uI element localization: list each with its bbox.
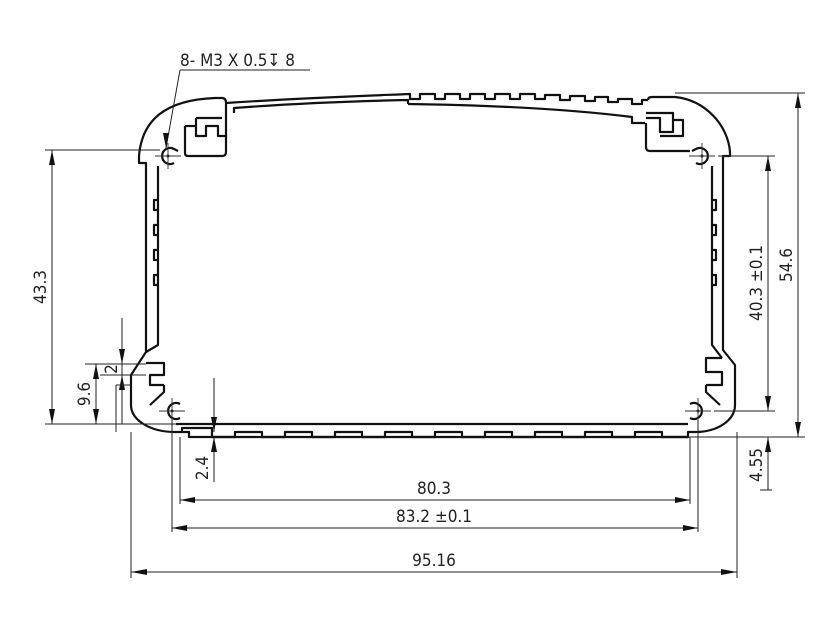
dim-left-hole-height: 43.3 (31, 270, 51, 304)
extrusion-profile (129, 92, 737, 439)
dim-hole-spacing-width: 83.2 ±0.1 (396, 507, 472, 527)
dim-inner-width: 80.3 (417, 479, 451, 499)
dim-hole-spacing-height: 40.3 ±0.1 (747, 245, 767, 321)
dimension-lines (45, 69, 805, 578)
dim-overall-height: 54.6 (777, 248, 797, 282)
screw-holes (155, 143, 715, 424)
hole-top-left (161, 146, 179, 166)
thread-callout: 8- M3 X 0.5↧ 8 (180, 51, 295, 71)
dim-fin-depth: 2.4 (193, 456, 213, 480)
dim-bottom-offset: 4.55 (747, 448, 767, 482)
dim-overall-width: 95.16 (412, 551, 456, 571)
hole-top-right (691, 146, 709, 166)
dim-step-height: 9.6 (75, 382, 95, 406)
dim-slot-width: 2 (102, 364, 122, 374)
